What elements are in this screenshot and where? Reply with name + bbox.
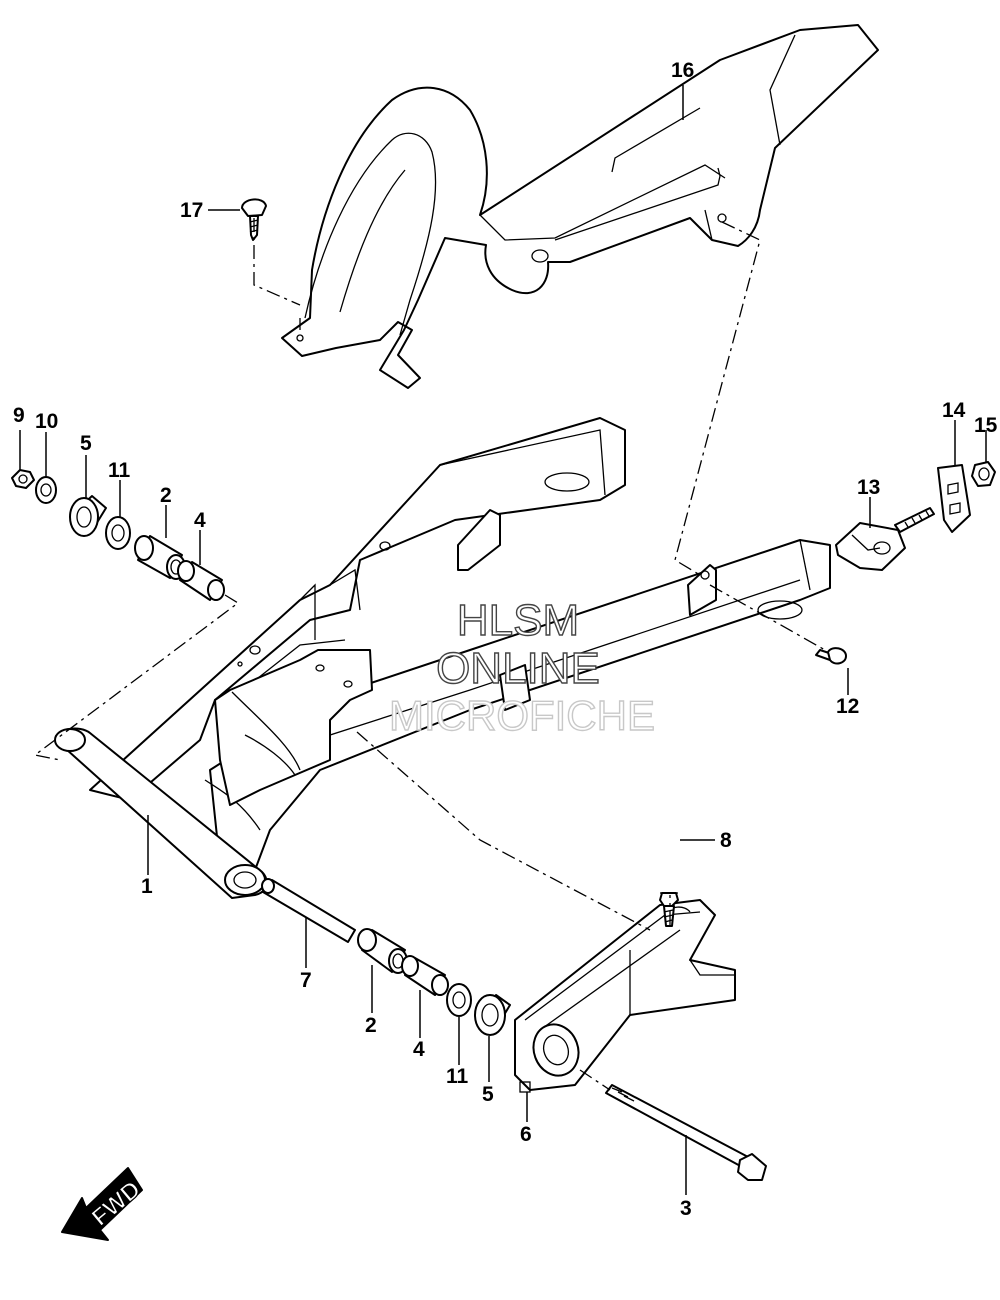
callout-13: 17 xyxy=(180,199,203,222)
callout-15: 13 xyxy=(857,476,880,499)
pivot-shaft-part[interactable] xyxy=(261,878,356,943)
washer-upper-small[interactable] xyxy=(35,476,57,504)
spacer-lower[interactable] xyxy=(401,955,449,996)
swingarm-part[interactable] xyxy=(54,417,831,899)
chain-case-part[interactable] xyxy=(281,24,879,389)
callout-7: 7 xyxy=(300,969,312,992)
spacer-upper[interactable] xyxy=(177,560,225,601)
callout-5-lower: 5 xyxy=(482,1083,494,1106)
screw-case-part[interactable] xyxy=(815,647,847,665)
callout-4-upper: 4 xyxy=(194,509,206,532)
washer-upper[interactable] xyxy=(105,516,131,550)
callout-12: 16 xyxy=(671,59,694,82)
chain-adjuster-part[interactable] xyxy=(835,507,935,571)
watermark-line-2: ONLINE xyxy=(436,644,600,693)
callout-2-lower: 2 xyxy=(365,1014,377,1037)
callout-5-upper: 5 xyxy=(80,432,92,455)
adjuster-nut-part[interactable] xyxy=(971,461,996,487)
washer-lower[interactable] xyxy=(446,983,472,1017)
bolt-guide-part[interactable] xyxy=(659,892,679,927)
nut-part[interactable] xyxy=(11,469,35,489)
watermark-line-1: HLSM xyxy=(457,596,579,645)
callout-labels: 16 17 9 10 5 11 2 4 14 15 13 12 1 8 7 2 … xyxy=(13,59,998,1220)
callout-1: 1 xyxy=(141,875,153,898)
callout-16: 14 xyxy=(942,399,966,422)
watermark-line-3: MICROFICHE xyxy=(389,692,655,739)
callout-3: 3 xyxy=(680,1197,692,1220)
needle-bearing-lower[interactable] xyxy=(357,928,408,974)
callout-14: 12 xyxy=(836,695,859,718)
callout-8: 8 xyxy=(720,829,732,852)
callout-11-upper: 11 xyxy=(108,459,131,482)
watermark: HLSM ONLINE MICROFICHE xyxy=(388,595,655,739)
dust-seal-lower[interactable] xyxy=(474,994,511,1036)
leader-lines xyxy=(19,85,987,1195)
chain-guide-part[interactable] xyxy=(514,899,736,1093)
assembly-lines xyxy=(33,218,826,1091)
callout-11-lower: 11 xyxy=(446,1065,469,1088)
callout-4-lower: 4 xyxy=(413,1038,425,1061)
fwd-arrow-icon: FWD xyxy=(61,1167,147,1241)
callout-17: 15 xyxy=(974,414,998,437)
adjuster-plate-part[interactable] xyxy=(937,464,971,533)
callout-2-upper: 2 xyxy=(160,484,172,507)
callout-10: 10 xyxy=(35,410,58,433)
bolt-part[interactable] xyxy=(605,1084,767,1181)
callout-6: 6 xyxy=(520,1123,532,1146)
dust-seal-upper[interactable] xyxy=(69,495,107,537)
callout-9: 9 xyxy=(13,404,25,427)
